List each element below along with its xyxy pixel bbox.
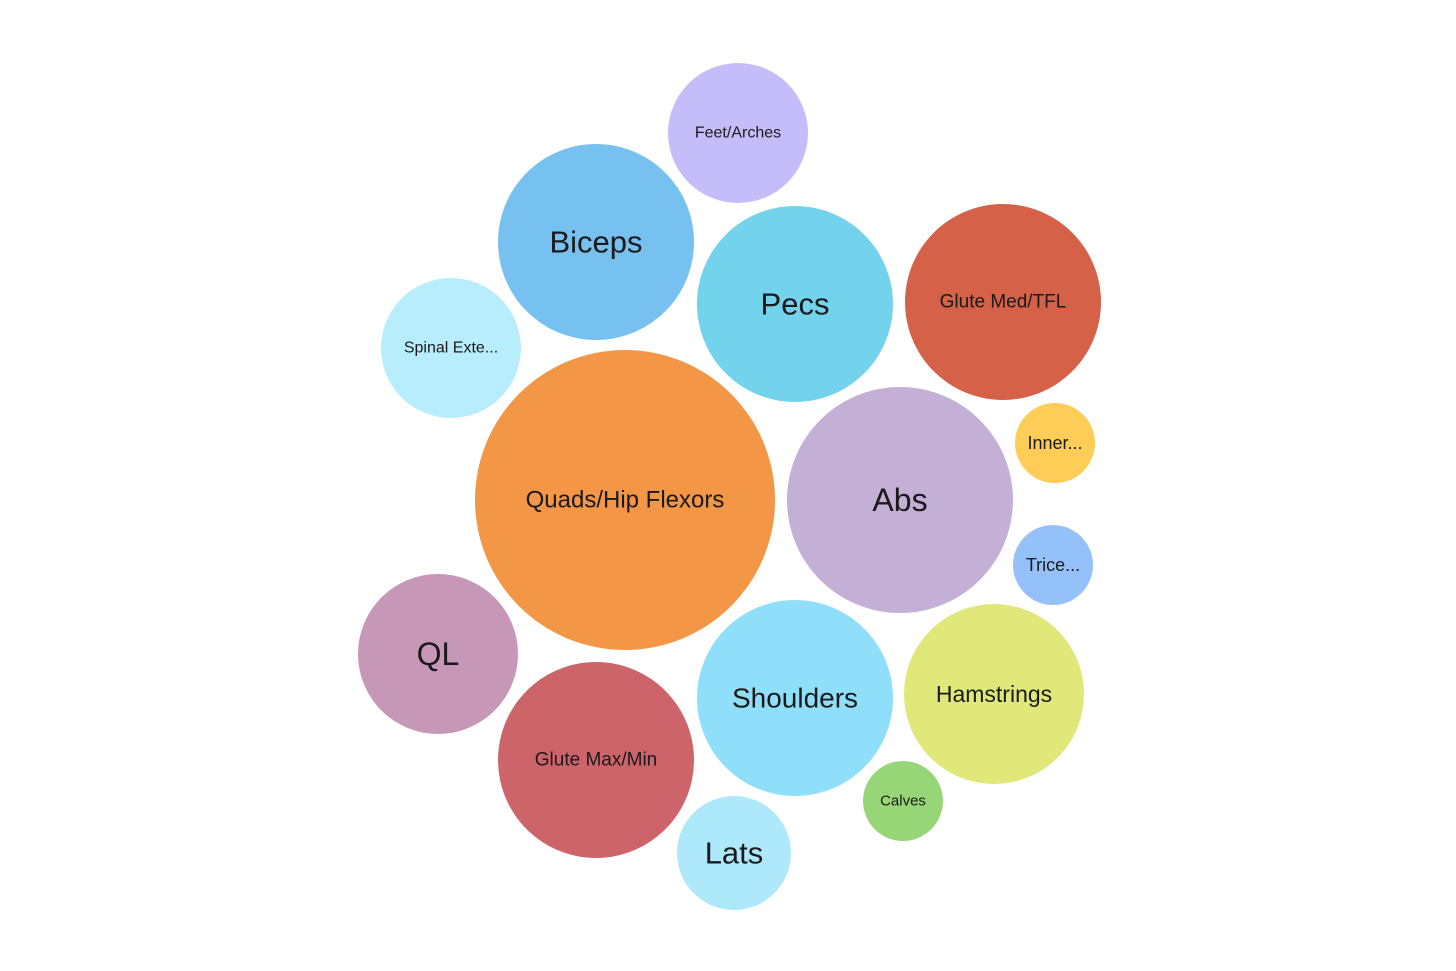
bubble-circle-triceps [1013,525,1093,605]
bubble-circle-hamstrings [904,604,1084,784]
bubble-triceps: Trice... [1013,525,1093,605]
bubble-spinal-extensors: Spinal Exte... [381,278,521,418]
bubble-label-glute-med-tfl: Glute Med/TFL [940,292,1067,313]
bubble-circle-shoulders [697,600,893,796]
bubble-circle-feet-arches [668,63,808,203]
bubble-label-hamstrings: Hamstrings [936,681,1052,707]
bubble-circle-glute-med-tfl [905,204,1101,400]
bubble-ql: QL [358,574,518,734]
bubble-feet-arches: Feet/Arches [668,63,808,203]
bubble-label-biceps: Biceps [549,225,642,260]
bubble-circle-inner-thighs [1015,403,1095,483]
bubble-hamstrings: Hamstrings [904,604,1084,784]
bubble-circle-calves [863,761,943,841]
bubble-abs: Abs [787,387,1013,613]
bubble-circle-abs [787,387,1013,613]
bubble-quads-hip-flexors: Quads/Hip Flexors [475,350,775,650]
bubble-label-spinal-extensors: Spinal Exte... [404,340,498,357]
bubble-label-triceps: Trice... [1026,555,1080,575]
bubble-label-glute-max-min: Glute Max/Min [535,750,657,771]
bubble-label-inner-thighs: Inner... [1027,433,1082,453]
bubble-circle-quads-hip-flexors [475,350,775,650]
bubble-label-calves: Calves [880,793,926,810]
bubble-label-feet-arches: Feet/Arches [695,125,781,142]
bubble-lats: Lats [677,796,791,910]
bubble-pecs: Pecs [697,206,893,402]
bubble-glute-max-min: Glute Max/Min [498,662,694,858]
bubble-shoulders: Shoulders [697,600,893,796]
bubble-label-lats: Lats [705,836,764,871]
bubble-label-shoulders: Shoulders [732,683,858,714]
bubble-glute-med-tfl: Glute Med/TFL [905,204,1101,400]
bubble-circle-glute-max-min [498,662,694,858]
bubble-label-quads-hip-flexors: Quads/Hip Flexors [526,487,725,514]
bubble-circle-biceps [498,144,694,340]
bubble-label-abs: Abs [872,482,927,518]
bubble-circle-ql [358,574,518,734]
bubble-label-pecs: Pecs [761,287,830,322]
bubble-calves: Calves [863,761,943,841]
bubble-inner-thighs: Inner... [1015,403,1095,483]
bubble-circle-spinal-extensors [381,278,521,418]
bubble-circle-lats [677,796,791,910]
bubble-label-ql: QL [417,636,460,672]
bubble-circle-pecs [697,206,893,402]
bubble-biceps: Biceps [498,144,694,340]
